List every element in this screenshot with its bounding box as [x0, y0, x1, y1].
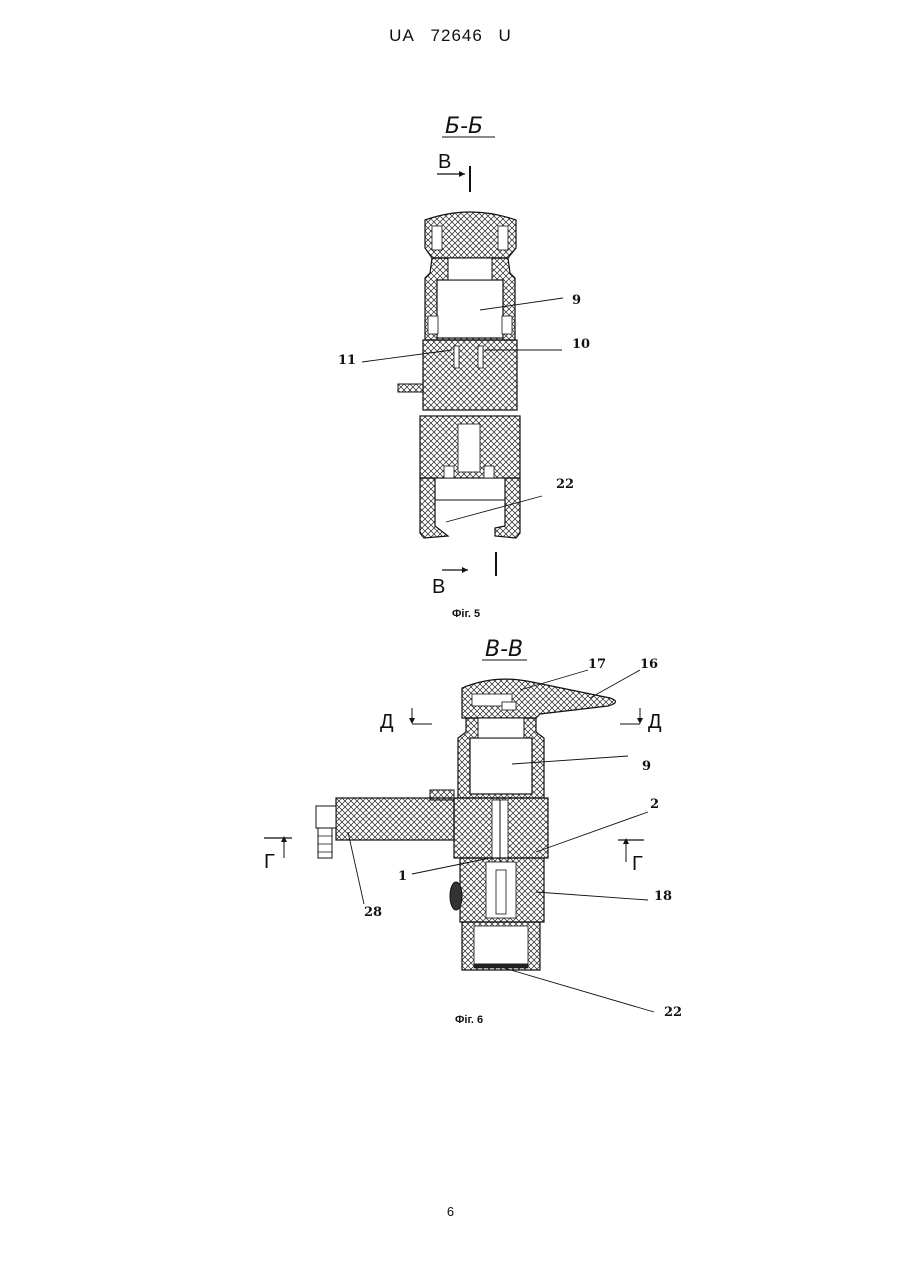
fig6-upper-housing [458, 718, 544, 798]
fig6-label-22: 22 [664, 1005, 682, 1020]
fig6-cut-label-right-top: Д [648, 711, 662, 733]
fig5-lower-body [420, 416, 520, 478]
fig6-section-title: В-В [485, 637, 523, 662]
figure-5-drawing: Б-Б В [320, 108, 620, 608]
fig6-chamber-9 [470, 738, 532, 794]
fig5-cut-label-bottom: В [432, 576, 445, 598]
fig6-cut-arrowhead-left [281, 836, 287, 842]
fig5-skirt [420, 478, 520, 538]
fig5-cut-arrowhead-bottom [462, 567, 468, 573]
fig5-label-22: 22 [556, 477, 574, 492]
fig6-cut-arrowhead-right-top [637, 718, 643, 724]
fig6-label-17: 17 [588, 657, 606, 672]
fig6-leader-22 [504, 968, 654, 1012]
fig6-label-9: 9 [642, 759, 651, 774]
fig5-chamber-9 [437, 280, 503, 338]
figure-5-caption: Фіг. 5 [452, 608, 480, 620]
fig6-side-arm [316, 790, 454, 858]
fig6-bottom-cup [462, 922, 540, 970]
fig6-cut-arrowhead-left-top [409, 718, 415, 724]
fig5-cut-label-top: В [438, 151, 451, 173]
fig6-central-body [454, 798, 548, 862]
fig6-leader-28 [348, 832, 364, 904]
fig6-cut-label-left: Г [264, 851, 275, 873]
fig5-cut-arrowhead-top [459, 171, 465, 177]
fig5-label-11: 11 [338, 353, 356, 368]
figure-6-caption: Фіг. 6 [455, 1014, 483, 1026]
page-number: 6 [0, 1204, 901, 1219]
header-country: UA [389, 26, 415, 45]
fig6-cut-arrowhead-right [623, 838, 629, 844]
fig6-lower-body [450, 858, 544, 922]
fig5-central-body [398, 340, 517, 410]
fig6-leader-16 [590, 670, 640, 698]
fig6-label-18: 18 [654, 889, 672, 904]
fig5-label-9: 9 [572, 293, 581, 308]
fig6-label-28: 28 [364, 905, 382, 920]
fig6-cut-label-right: Г [632, 853, 643, 875]
figure-6-svg: В-В Д Д [240, 630, 700, 1030]
patent-header: UA 72646 U [0, 26, 901, 46]
fig6-label-1: 1 [398, 869, 407, 884]
fig6-leader-18 [536, 892, 648, 900]
header-kind: U [499, 26, 512, 45]
fig5-label-10: 10 [572, 337, 590, 352]
fig5-cap [425, 212, 516, 258]
figure-5-svg: Б-Б В [320, 108, 620, 608]
fig5-upper-housing [425, 258, 515, 340]
fig5-section-title: Б-Б [445, 114, 483, 139]
fig6-label-2: 2 [650, 797, 659, 812]
fig6-leader-2 [536, 812, 648, 852]
fig6-label-16: 16 [640, 657, 658, 672]
figure-6-drawing: В-В Д Д [240, 630, 700, 1030]
header-number: 72646 [431, 26, 483, 45]
fig6-cut-label-left-top: Д [380, 711, 394, 733]
